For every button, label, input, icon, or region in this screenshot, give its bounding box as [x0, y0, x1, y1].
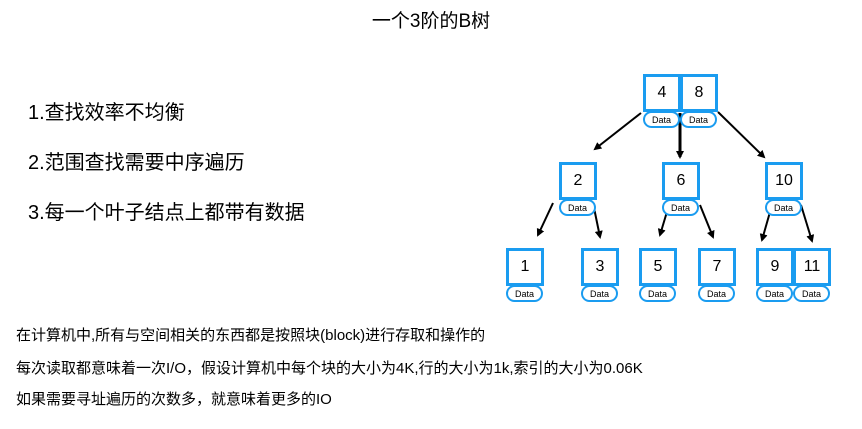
node-key: 8 — [680, 74, 718, 112]
point-1: 1.查找效率不均衡 — [28, 102, 185, 124]
data-pill: Data — [643, 111, 680, 128]
node-key: 1 — [506, 248, 544, 286]
data-pill: Data — [559, 199, 596, 216]
node-key: 9 — [756, 248, 794, 286]
data-pill: Data — [756, 285, 793, 302]
node-key: 7 — [698, 248, 736, 286]
edge — [699, 204, 715, 239]
note-2: 每次读取都意味着一次I/O，假设计算机中每个块的大小为4K,行的大小为1k,索引… — [16, 360, 643, 377]
note-3: 如果需要寻址遍历的次数多，就意味着更多的IO — [16, 391, 332, 408]
node-key: 6 — [662, 162, 700, 200]
point-2: 2.范围查找需要中序遍历 — [28, 152, 245, 174]
note-1: 在计算机中,所有与空间相关的东西都是按照块(block)进行存取和操作的 — [16, 327, 486, 344]
data-pill: Data — [581, 285, 618, 302]
data-pill: Data — [765, 199, 802, 216]
node-key: 10 — [765, 162, 803, 200]
node-key: 2 — [559, 162, 597, 200]
data-pill: Data — [698, 285, 735, 302]
node-key: 3 — [581, 248, 619, 286]
data-pill: Data — [662, 199, 699, 216]
node-key: 5 — [639, 248, 677, 286]
node-key: 11 — [793, 248, 831, 286]
data-pill: Data — [639, 285, 676, 302]
edge — [800, 204, 815, 243]
data-pill: Data — [680, 111, 717, 128]
edge — [717, 111, 766, 159]
edge — [536, 202, 554, 237]
node-key: 4 — [643, 74, 681, 112]
data-pill: Data — [506, 285, 543, 302]
diagram-title: 一个3阶的B树 — [371, 11, 491, 32]
point-3: 3.每一个叶子结点上都带有数据 — [28, 202, 305, 224]
data-pill: Data — [793, 285, 830, 302]
edge — [593, 112, 642, 151]
